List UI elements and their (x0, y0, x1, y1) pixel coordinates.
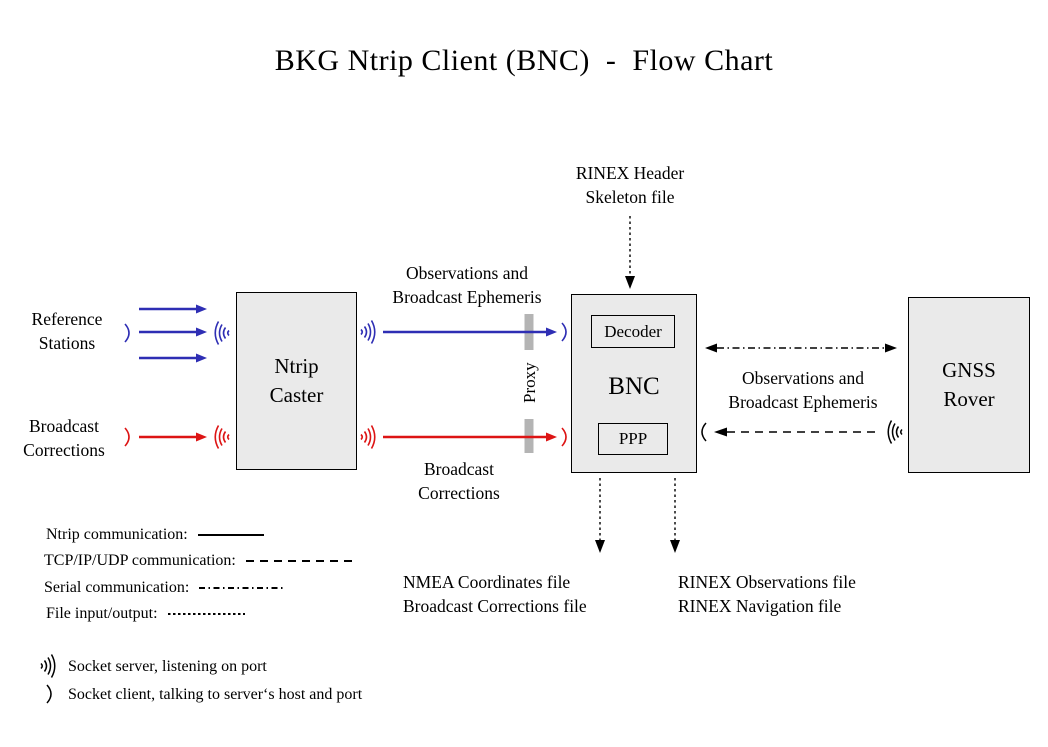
legend-line-dashdot (199, 587, 284, 589)
socket-client-icon (46, 684, 52, 704)
socket-symbols-red (124, 425, 567, 449)
gnss-rover-label-line2: Rover (943, 387, 995, 411)
tcp-link-arrow (714, 427, 878, 437)
socket-client-legend: Socket client, talking to server‘s host … (68, 686, 363, 703)
reference-stations-label: Reference Stations (31, 309, 103, 353)
legend-row-fileio: File input/output: (46, 605, 245, 623)
legend-row-ntrip: Ntrip communication: (46, 526, 264, 544)
ntrip-arrows-reference-to-caster (139, 304, 557, 363)
socket-server-legend: Socket server, listening on port (68, 658, 267, 675)
legend-line-dashed (245, 560, 352, 562)
bnc-box: Decoder BNC PPP (571, 294, 697, 473)
ntrip-caster-label-line1: Ntrip (274, 354, 319, 378)
legend-label-fileio: File input/output: (46, 605, 158, 622)
page-title: BKG Ntrip Client (BNC) - Flow Chart (274, 44, 774, 77)
decoder-box: Decoder (591, 315, 675, 348)
socket-server-icon (360, 320, 376, 344)
rinex-header-skeleton-label: RINEX Header Skeleton file (575, 163, 685, 207)
obs-ephemeris-top-label: Observations and Broadcast Ephemeris (392, 263, 542, 307)
socket-client-icon (124, 323, 130, 343)
socket-client-icon (561, 322, 567, 342)
socket-receiver-icon (887, 420, 903, 444)
socket-server-icon (40, 654, 56, 678)
ntrip-arrows-corrections (139, 432, 557, 442)
gnss-rover-label-line1: GNSS (942, 358, 996, 382)
legend-row-tcp: TCP/IP/UDP communication: (44, 552, 352, 570)
legend-label-tcp: TCP/IP/UDP communication: (44, 552, 236, 569)
ntrip-caster-box: Ntrip Caster (236, 292, 357, 470)
socket-symbols-blue (124, 320, 567, 345)
serial-link-arrow (705, 343, 897, 353)
socket-server-icon (360, 425, 376, 449)
rinex-files-label: RINEX Observations file RINEX Navigation… (678, 572, 856, 616)
socket-receiver-icon (214, 321, 230, 345)
socket-client-icon (561, 427, 567, 447)
file-io-arrows (595, 216, 680, 553)
socket-receiver-icon (214, 425, 230, 449)
obs-ephemeris-right-label: Observations and Broadcast Ephemeris (728, 368, 878, 412)
socket-legend-symbols (40, 654, 56, 704)
gnss-rover-box: GNSS Rover (908, 297, 1030, 473)
legend-line-finedash (167, 613, 245, 615)
socket-client-icon (701, 422, 707, 442)
broadcast-corrections-mid-label: Broadcast Corrections (418, 459, 500, 503)
legend-line-solid (197, 534, 264, 536)
ppp-box: PPP (598, 423, 668, 455)
socket-client-icon (124, 427, 130, 447)
socket-symbols-black (701, 420, 903, 444)
legend-label-serial: Serial communication: (44, 579, 190, 596)
decoder-label: Decoder (604, 321, 662, 341)
ppp-label: PPP (618, 429, 648, 448)
broadcast-corrections-left-label: Broadcast Corrections (23, 416, 105, 460)
ntrip-caster-label-line2: Caster (269, 383, 324, 407)
legend-row-serial: Serial communication: (44, 579, 284, 597)
proxy-label: Proxy (520, 362, 539, 404)
legend-label-ntrip: Ntrip communication: (46, 526, 188, 543)
bnc-label: BNC (608, 373, 660, 400)
nmea-files-label: NMEA Coordinates file Broadcast Correcti… (403, 572, 587, 616)
